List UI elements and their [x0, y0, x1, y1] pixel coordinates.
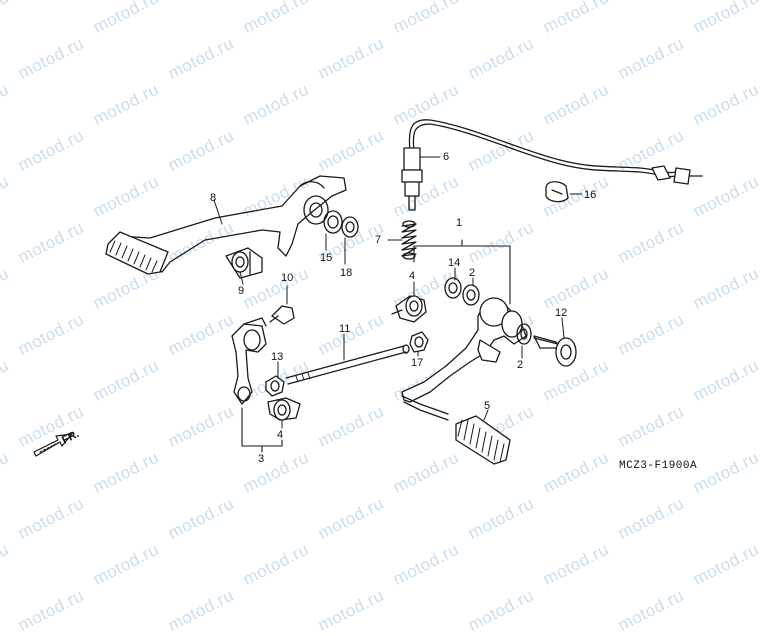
callout-9: 9	[238, 285, 245, 297]
switch-cable-part-6	[401, 119, 703, 211]
washer-part-18	[341, 216, 359, 238]
callout-2-upper: 2	[469, 267, 476, 279]
washer-part-2-lower	[516, 323, 532, 345]
leader-bracket-1	[413, 239, 511, 305]
clip-part-16	[545, 181, 569, 203]
watermark-text: motod.ru	[315, 585, 387, 635]
washer-part-15	[323, 210, 343, 234]
pivot-bolt-part-12	[533, 335, 577, 367]
callout-2-lower: 2	[517, 359, 524, 371]
shift-lever-part-1	[401, 297, 527, 421]
callout-16: 16	[584, 189, 597, 201]
joint-part-4-upper	[391, 295, 427, 323]
callout-10: 10	[281, 272, 294, 284]
washer-part-14	[444, 277, 462, 299]
callout-6: 6	[443, 151, 450, 163]
leader-lines	[213, 156, 583, 429]
brake-pedal-part-8	[105, 175, 347, 275]
callout-15: 15	[320, 252, 333, 264]
diagram-drawing	[33, 119, 703, 465]
shift-arm-part-3	[231, 317, 267, 405]
watermark-text: motod.ru	[615, 585, 687, 635]
callout-7: 7	[375, 234, 382, 246]
callout-12: 12	[555, 307, 568, 319]
callout-14: 14	[448, 257, 461, 269]
shift-peg-part-5	[455, 415, 511, 465]
watermark-text: motod.ru	[465, 585, 537, 635]
callout-8: 8	[210, 192, 217, 204]
callout-5: 5	[484, 400, 491, 412]
nut-part-17	[409, 331, 429, 353]
nut-part-13	[265, 375, 285, 397]
callout-3: 3	[258, 453, 265, 465]
tie-rod-part-11	[285, 344, 410, 385]
washer-part-2-upper	[462, 284, 480, 306]
callout-13: 13	[271, 351, 284, 363]
leader-bracket-3	[241, 407, 283, 453]
joint-part-4-lower	[267, 397, 301, 421]
diagram-code: MCZ3-F1900A	[619, 460, 698, 472]
front-arrow-icon	[33, 433, 73, 457]
callout-4-upper: 4	[409, 270, 416, 282]
bolt-part-9	[225, 247, 263, 279]
watermark-text: motod.ru	[15, 585, 87, 635]
bolt-part-10	[269, 305, 295, 325]
callout-11: 11	[339, 323, 351, 335]
watermark-text: motod.ru	[165, 585, 237, 635]
callout-18: 18	[340, 267, 353, 279]
callout-17: 17	[411, 357, 424, 369]
callout-4-lower: 4	[277, 429, 284, 441]
callout-1: 1	[456, 217, 463, 229]
